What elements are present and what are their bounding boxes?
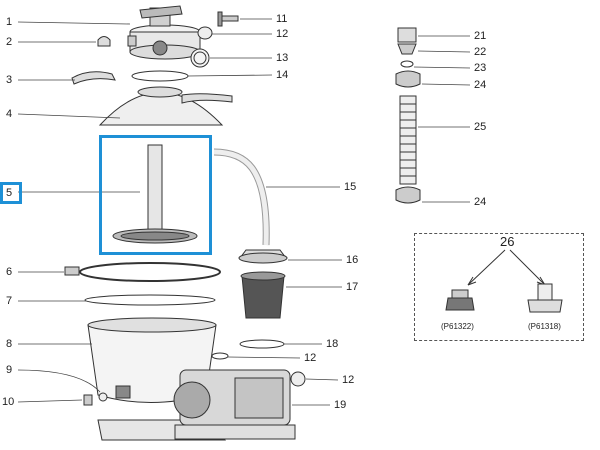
part-hose-clamp-bottom — [395, 186, 421, 204]
callout-16: 16 — [346, 254, 359, 266]
callout-24-top: 24 — [474, 79, 487, 91]
kit-code-left: (P61322) — [441, 322, 474, 331]
callout-12-mid: 12 — [304, 352, 317, 364]
part-strainer-lid — [238, 249, 288, 264]
highlight-box-part-5 — [99, 135, 212, 255]
part-strainer-basket — [240, 271, 286, 319]
kit-code-right: (P61318) — [528, 322, 561, 331]
part-tank-lid — [98, 86, 233, 126]
callout-25: 25 — [474, 121, 487, 133]
callout-3: 3 — [6, 74, 13, 86]
callout-24-bottom: 24 — [474, 196, 487, 208]
part-union-fitting — [397, 27, 417, 55]
callout-7: 7 — [6, 295, 13, 307]
part-o-ring-top — [197, 26, 213, 40]
callout-2: 2 — [6, 36, 13, 48]
callout-19: 19 — [334, 399, 347, 411]
kit-part-right — [527, 283, 563, 313]
callout-14: 14 — [276, 69, 289, 81]
callout-11: 11 — [276, 13, 288, 25]
part-14 — [131, 70, 189, 82]
highlight-box-callout-5 — [0, 182, 22, 204]
callout-4: 4 — [6, 108, 13, 120]
part-clamp-ring — [79, 262, 221, 282]
part-hose — [213, 148, 270, 246]
callout-10: 10 — [2, 396, 15, 408]
part-bolt — [217, 11, 239, 27]
part-18 — [239, 339, 285, 349]
callout-12-right: 12 — [342, 374, 355, 386]
leader-lines — [17, 18, 471, 406]
part-12-mid — [211, 352, 229, 360]
part-2 — [97, 36, 111, 47]
part-drain-o-ring — [98, 392, 108, 402]
part-standpipe — [112, 144, 198, 244]
callout-17: 17 — [346, 281, 359, 293]
callout-13: 13 — [276, 52, 289, 64]
part-23 — [400, 60, 414, 68]
callout-26: 26 — [500, 234, 515, 249]
part-flex-hose — [399, 95, 417, 185]
part-drain-cap — [83, 394, 93, 406]
callout-21: 21 — [474, 30, 487, 42]
callout-5: 5 — [6, 187, 13, 199]
callout-1: 1 — [6, 16, 13, 28]
kit-part-left — [445, 289, 475, 311]
callout-9: 9 — [6, 364, 13, 376]
part-12-right — [290, 371, 306, 387]
part-o-ring-tank — [84, 294, 216, 306]
callout-22: 22 — [474, 46, 487, 58]
callout-15: 15 — [344, 181, 357, 193]
callout-18: 18 — [326, 338, 339, 350]
part-hose-clamp-top — [395, 70, 421, 88]
part-clamp-clip — [71, 71, 116, 85]
kit-box — [414, 233, 584, 341]
callout-8: 8 — [6, 338, 13, 350]
callout-6: 6 — [6, 266, 13, 278]
callout-12-top: 12 — [276, 28, 289, 40]
part-multiport-valve — [127, 5, 201, 60]
callout-23: 23 — [474, 62, 487, 74]
part-pump — [173, 369, 296, 440]
